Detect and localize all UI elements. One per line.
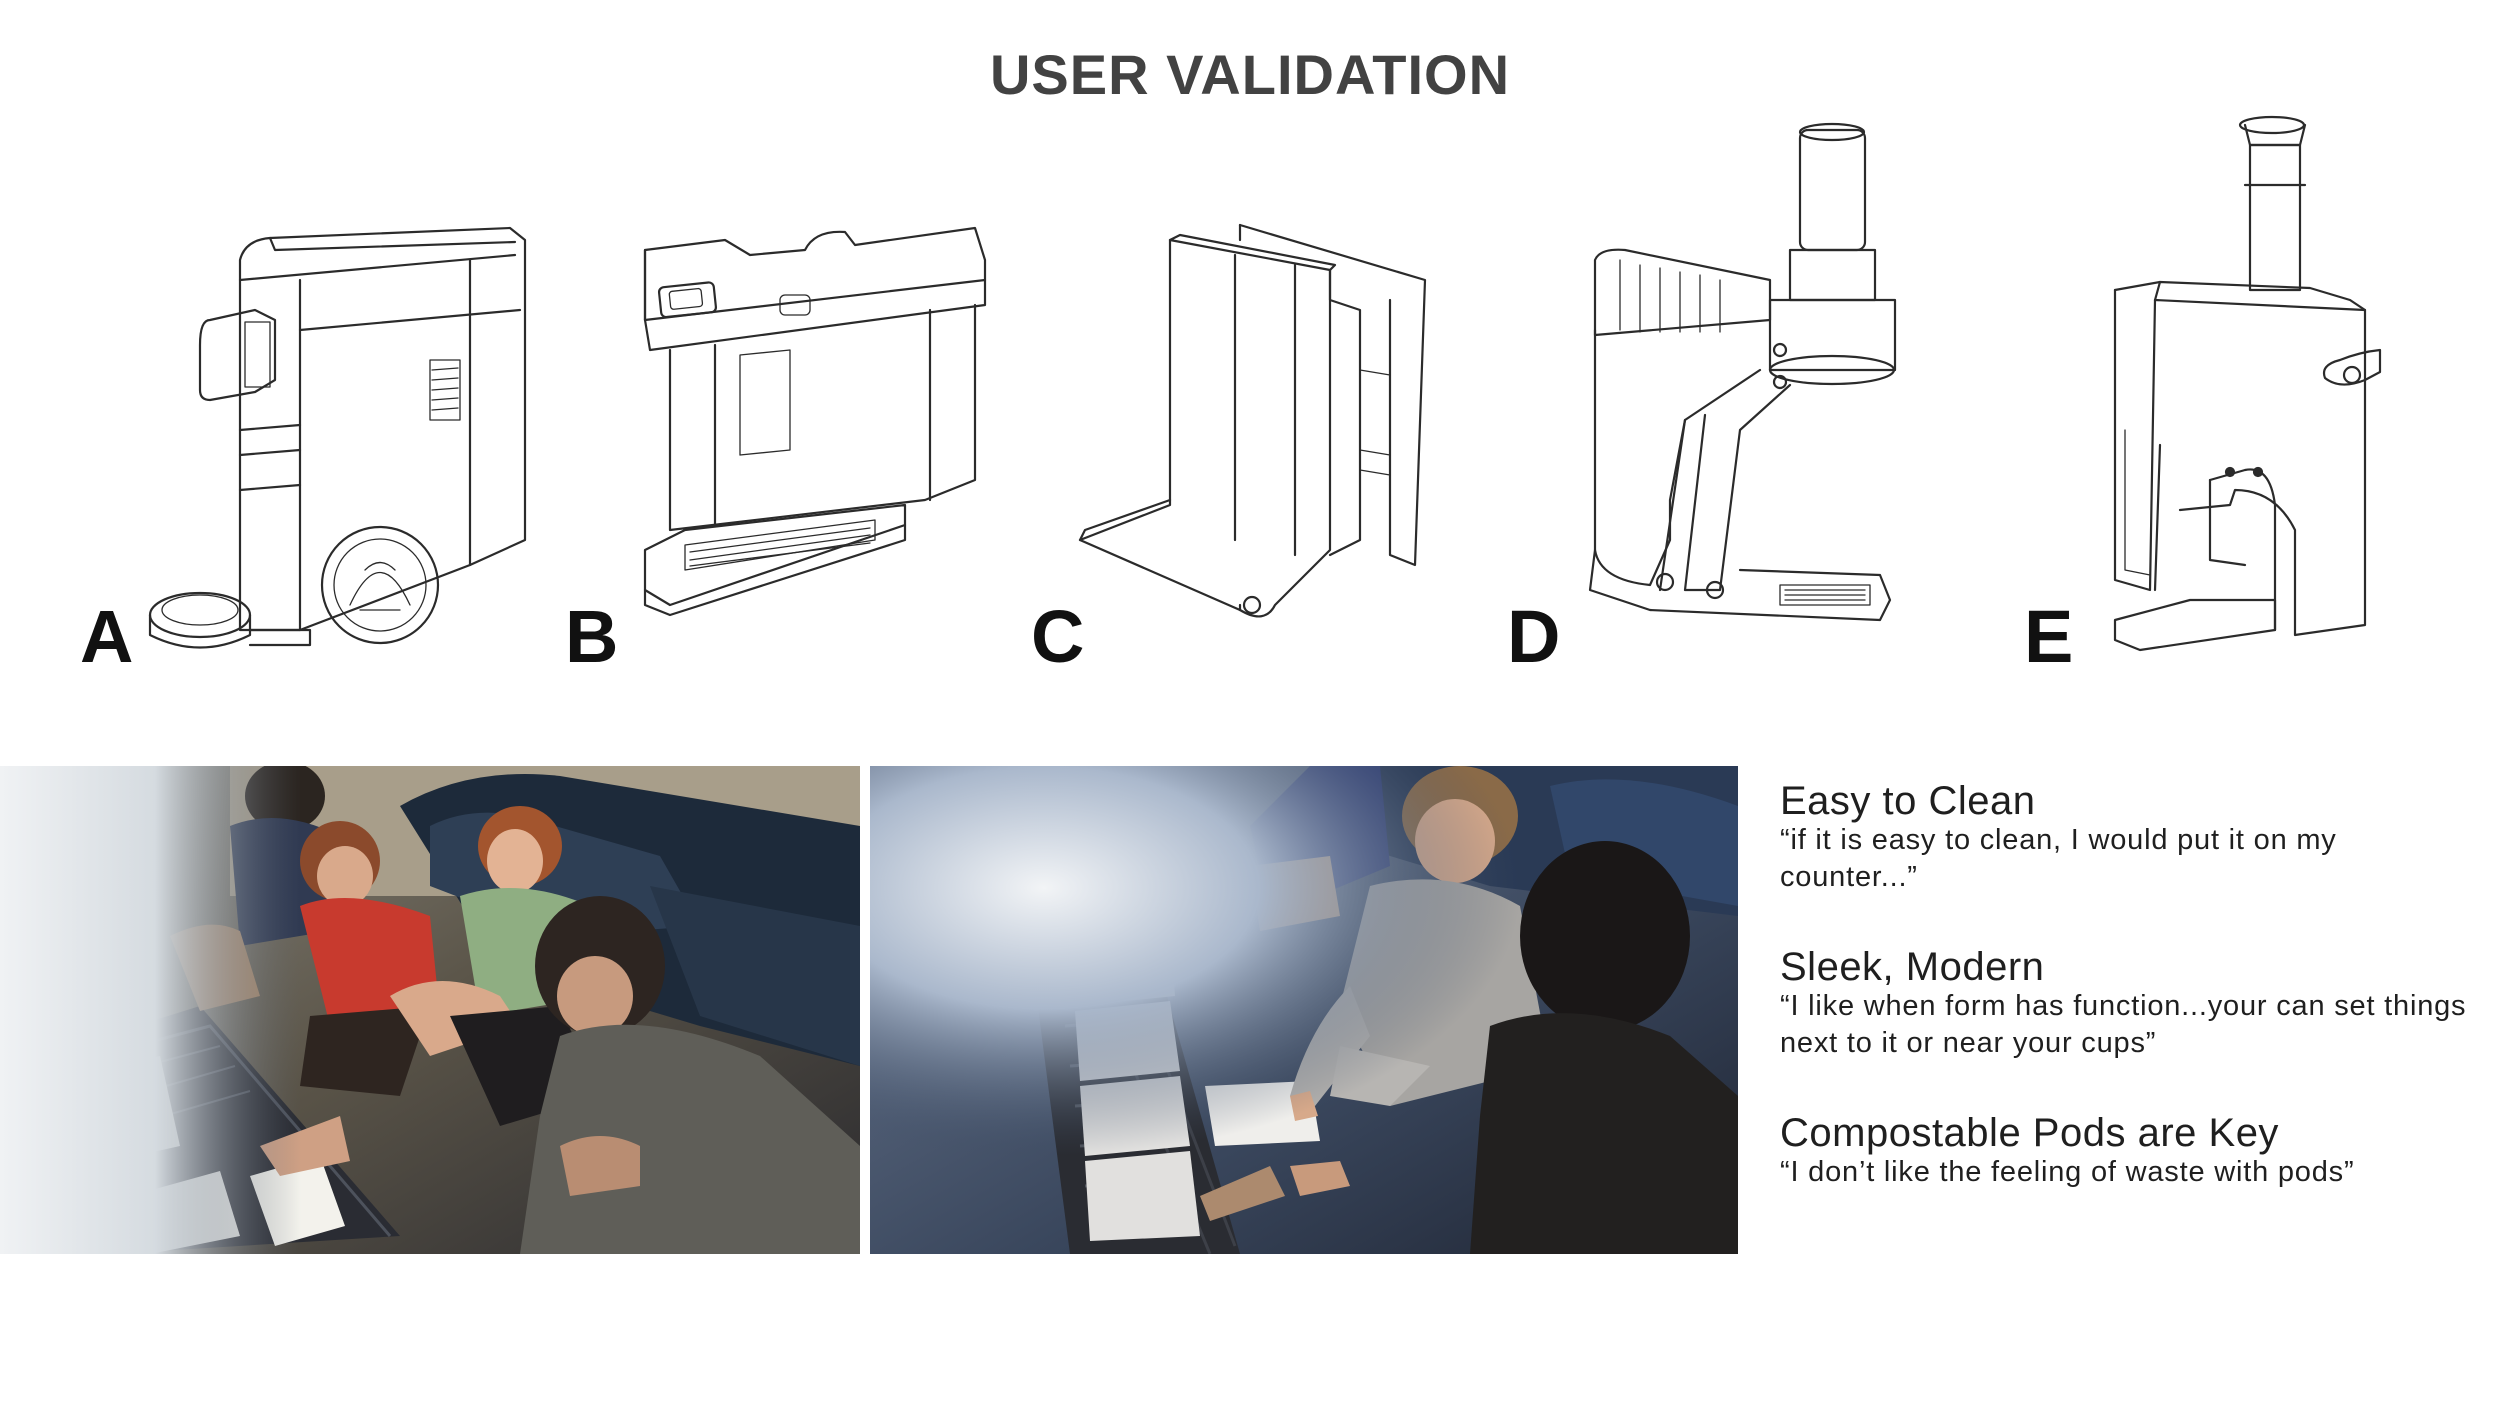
insight-quote: “I don’t like the feeling of waste with … xyxy=(1780,1156,2355,1189)
concept-d: D xyxy=(1500,120,1940,680)
concept-c: C xyxy=(1030,210,1460,680)
concept-a: A xyxy=(60,210,540,680)
concept-letter-a: A xyxy=(80,595,134,678)
user-session-photo-2 xyxy=(870,766,1738,1254)
concept-letter-d: D xyxy=(1507,595,1561,678)
user-session-photo-1 xyxy=(0,766,860,1254)
concept-e: E xyxy=(2020,110,2480,680)
press-column-brewer-sketch-icon xyxy=(1588,122,1897,622)
insight-heading: Compostable Pods are Key xyxy=(1780,1111,2279,1156)
insight-quote: “I like when form has function...your ca… xyxy=(1780,990,2467,1060)
drip-tray-brewer-sketch-icon xyxy=(643,226,987,617)
page-title: USER VALIDATION xyxy=(989,43,1511,106)
insight-compostable-pods: Compostable Pods are Key “I don’t like t… xyxy=(1780,1112,2480,1191)
concept-letter-b: B xyxy=(565,595,619,678)
insight-heading: Easy to Clean xyxy=(1780,779,2036,823)
pod-brewer-sketch-icon xyxy=(148,226,527,649)
bent-panel-brewer-sketch-icon xyxy=(1078,223,1427,618)
box-brewer-sketch-icon xyxy=(2113,115,2382,652)
insight-sleek-modern: Sleek, Modern “I like when form has func… xyxy=(1780,946,2480,1062)
concept-b: B xyxy=(545,210,1005,680)
insight-heading: Sleek, Modern xyxy=(1780,945,2045,990)
concept-letter-e: E xyxy=(2024,595,2074,678)
insights-list: Easy to Clean “if it is easy to clean, I… xyxy=(1780,780,2480,1242)
insight-easy-to-clean: Easy to Clean “if it is easy to clean, I… xyxy=(1780,780,2480,896)
concept-letter-c: C xyxy=(1031,595,1085,678)
insight-quote: “if it is easy to clean, I would put it … xyxy=(1780,824,2337,894)
